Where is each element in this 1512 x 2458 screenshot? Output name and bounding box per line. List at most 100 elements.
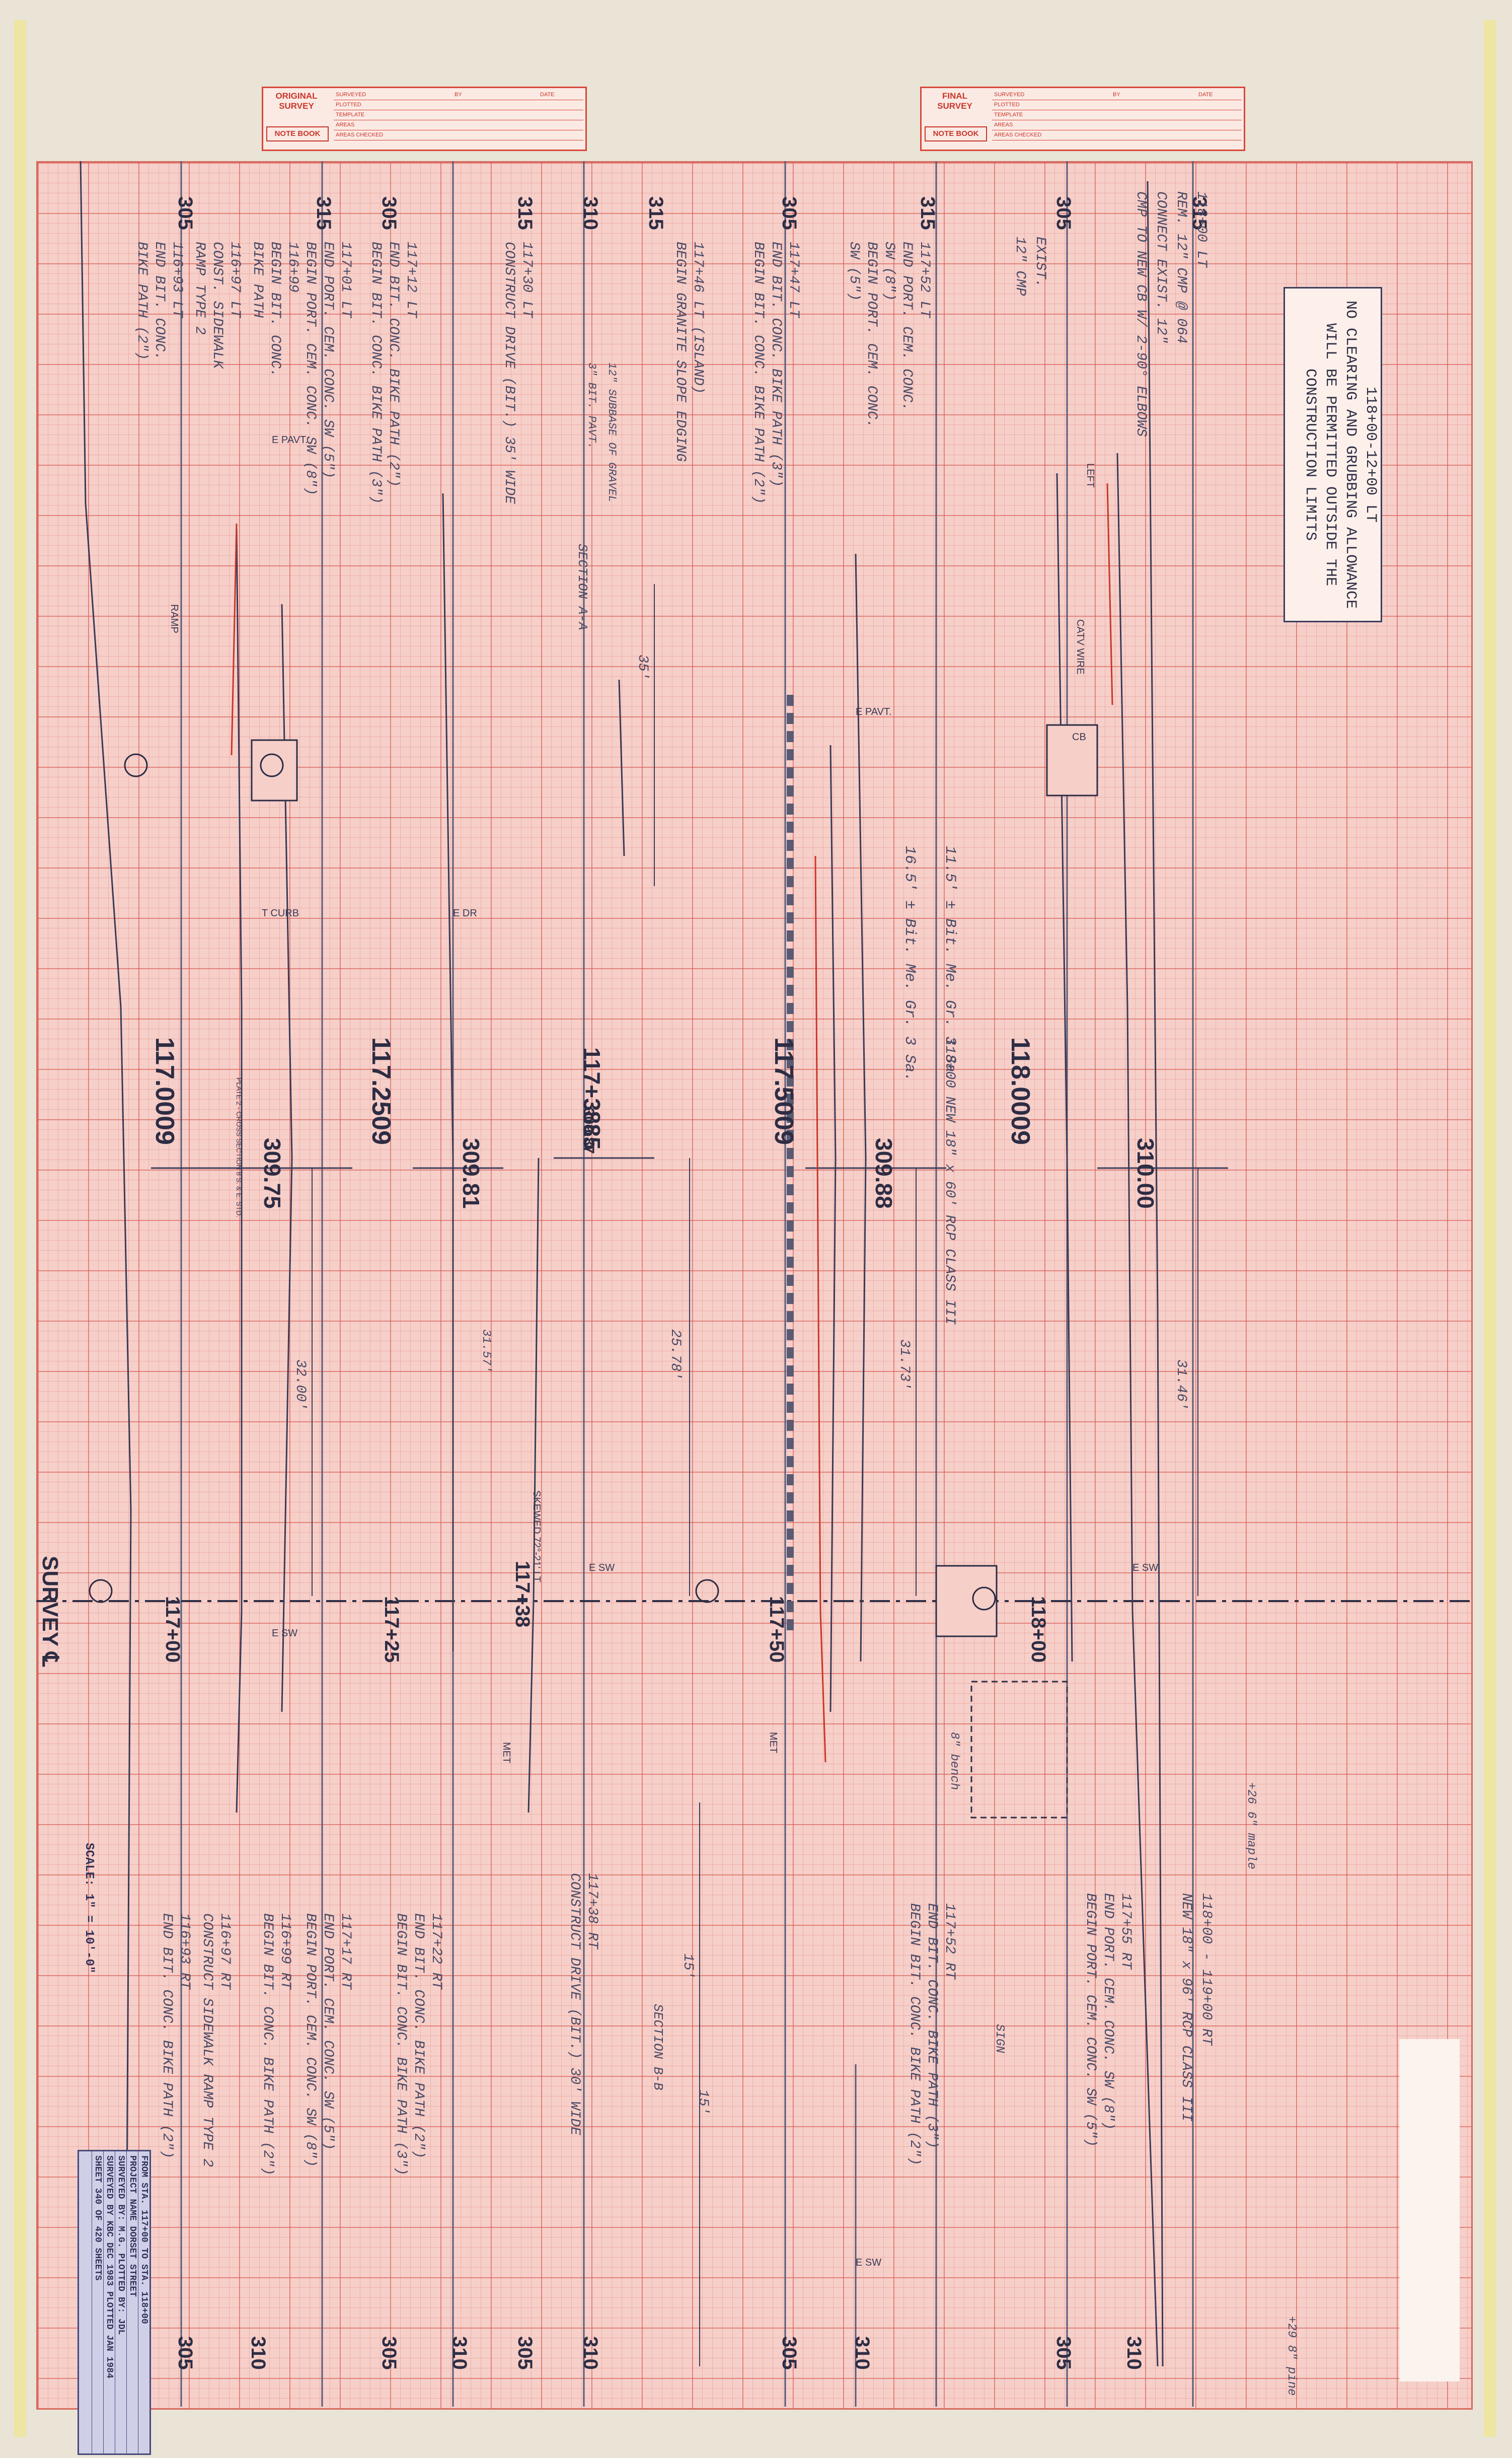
elevation-label: 315 <box>514 196 536 230</box>
note-line: REM. 12" CMP @ 064 <box>1173 191 1189 343</box>
sheet-stamp: FROM STA. 117+00 TO STA. 118+00 PROJECT … <box>78 2150 151 2455</box>
profile-station: 118.0009 <box>1006 1037 1035 1145</box>
e-sw-label: E SW <box>589 1562 615 1573</box>
elevation-label: 315 <box>313 196 335 230</box>
profile-station: 117.5009 <box>769 1037 798 1145</box>
elevation-label: 310 <box>247 2336 269 2370</box>
note-line: END PORT. CEM. CONC. SW (8") <box>1100 1893 1116 2130</box>
right-edge-strip <box>1484 20 1496 2437</box>
survey-row: PLOTTED <box>992 100 1242 110</box>
elevation-label: 305 <box>778 2336 800 2370</box>
note-line: BIKE PATH (2") <box>134 242 149 360</box>
profile-values: 310.00 309.88 309.87 309.81 309.75 118.0… <box>150 1037 1159 1209</box>
profile-line <box>80 161 132 2367</box>
survey-row: AREAS <box>992 120 1242 130</box>
station-label-118-00: 118+00 <box>1027 1596 1049 1662</box>
note-line: EXIST. <box>1032 237 1048 287</box>
dimension-label: 15' <box>680 1954 696 1979</box>
note-line: END PORT. CEM. CONC. SW (5") <box>320 242 336 478</box>
misc-annotations: 118+00 NEW 18" x 60' RCP CLASS III 16.5'… <box>169 363 1298 2396</box>
elevation-label: 305 <box>1052 2336 1075 2370</box>
elevation-label: 315 <box>917 196 939 230</box>
profile-line <box>855 553 867 1662</box>
note-line: BEGIN PORT. CEM. CONC. SW (5") <box>1083 1893 1098 2147</box>
note-line: 117+52 LT <box>917 242 932 318</box>
survey-block-rows: SURVEYED BY DATE PLOTTED TEMPLATE AREAS … <box>992 90 1242 148</box>
grid-paper <box>36 161 1473 2410</box>
survey-block-rows: SURVEYED BY DATE PLOTTED TEMPLATE AREAS … <box>334 90 583 148</box>
dimension-lines <box>312 584 1198 2366</box>
note-line: 118+00 - 119+00 RT <box>1198 1893 1214 2046</box>
note-line: 117+17 RT <box>338 1913 353 1990</box>
section-b-label: SECTION B-B <box>650 2004 665 2090</box>
profile-elevation: 310.00 <box>1132 1138 1159 1209</box>
note-line: 117+38 RT <box>584 1873 600 1949</box>
note-line: END BIT. CONC. BIKE PATH (2") <box>386 242 401 487</box>
clearing-note-line: CONSTRUCTION LIMITS <box>1302 368 1319 541</box>
note-line: BEGIN PORT. CEM. CONC. SW (8") <box>303 1913 318 2167</box>
notebook-label: NOTE BOOK <box>925 126 987 141</box>
met-label: MET <box>501 1742 512 1763</box>
subbase-note: 12" SUBBASE OF GRAVEL <box>606 363 618 502</box>
note-line: END BIT. CONC. BIKE PATH (2") <box>411 1913 426 2158</box>
section-a-label: SECTION A-A <box>575 544 590 630</box>
profile-elevation: 309.88 <box>871 1138 897 1209</box>
catv-label: CATV WIRE <box>1075 619 1086 675</box>
note-line: CONST. SIDEWALK <box>209 242 225 369</box>
elevation-label: 310 <box>1123 2336 1145 2370</box>
manhole-symbol <box>260 753 284 777</box>
dimension-label: 31.46' <box>1173 1359 1189 1410</box>
survey-row: SURVEYED BY DATE <box>334 90 583 100</box>
note-line: 117+47 LT <box>786 242 801 318</box>
note-line: NEW 18" x 96' RCP CLASS III <box>1178 1893 1194 2122</box>
sheet-stamp-inner: FROM STA. 117+00 TO STA. 118+00 PROJECT … <box>78 2150 151 2455</box>
clearing-note-line: 118+00-12+00 LT <box>1362 386 1379 523</box>
note-line: BEGIN BIT. CONC. BIKE PATH (3") <box>368 242 384 504</box>
survey-row: TEMPLATE <box>992 110 1242 120</box>
survey-row: SURVEYED BY DATE <box>992 90 1242 100</box>
note-line: END BIT. CONC. BIKE PATH (3") <box>768 242 784 487</box>
note-line: BEGIN BIT. CONC. BIKE PATH (2") <box>260 1913 275 2176</box>
elevation-label: 315 <box>1188 196 1211 230</box>
note-line: BEGIN GRANITE SLOPE EDGING <box>672 242 688 462</box>
elevation-label: 305 <box>514 2336 536 2370</box>
tree-symbol <box>89 1579 113 1603</box>
scale-note: SCALE: 1" = 10'-0" <box>82 1843 96 1974</box>
circle-symbols <box>89 753 996 1611</box>
elevation-label: 310 <box>448 2336 471 2370</box>
notebook-label: NOTE BOOK <box>266 126 329 141</box>
profile-elevation: 309.75 <box>259 1138 285 1209</box>
bench-note: 8" bench <box>947 1732 961 1790</box>
station-label-117-00: 117+00 <box>162 1596 184 1662</box>
e-sw-label: E SW <box>272 1628 297 1639</box>
station-label-117-50: 117+50 <box>766 1596 788 1662</box>
station-ticks <box>151 1157 1228 1169</box>
tree-symbol <box>124 753 148 777</box>
survey-row: AREAS CHECKED <box>992 130 1242 140</box>
survey-block-title: ORIGINAL SURVEY <box>275 91 318 111</box>
top-notes: 118+00 LT REM. 12" CMP @ 064 CONNECT EXI… <box>134 191 1209 504</box>
profile-lines <box>80 161 1164 2367</box>
station-label-117-25: 117+25 <box>381 1596 403 1662</box>
note-line: BIKE PATH <box>250 242 265 318</box>
met-label: MET <box>768 1732 779 1753</box>
profile-station: 117.2509 <box>366 1037 396 1145</box>
profile-line <box>1116 453 1159 2367</box>
blank-patch <box>1399 2039 1460 2381</box>
stamp-line: PROJECT NAME DORSET STREET <box>126 2151 138 2453</box>
note-line: BEGIN BIT. CONC. BIKE PATH (2") <box>906 1903 922 2165</box>
profile-elevation: 309.81 <box>458 1138 484 1209</box>
note-line: END PORT. CEM. CONC. <box>899 242 915 411</box>
elevation-labels-bottom: 305 310 305 310 305 310 305 310 305 310 <box>174 2336 1145 2370</box>
e-sw-label: E SW <box>856 2257 881 2268</box>
left-edge-strip <box>14 20 26 2437</box>
note-line: BEGIN PORT. CEM. CONC. <box>864 242 879 428</box>
note-line: SW (5") <box>846 242 862 301</box>
note-line: CONSTRUCT DRIVE (BIT.) 30' WIDE <box>567 1873 582 2135</box>
bottom-notes: 118+00 - 119+00 RT NEW 18" x 96' RCP CLA… <box>159 1873 1214 2176</box>
elevation-label: 305 <box>378 2336 400 2370</box>
note-line: CONSTRUCT SIDEWALK RAMP TYPE 2 <box>199 1913 215 2167</box>
note-line: END BIT. CONC. BIKE PATH (3") <box>924 1903 940 2148</box>
stamp-line: SURVEYED BY: M.G. PLOTTED BY: JDL <box>115 2151 126 2453</box>
